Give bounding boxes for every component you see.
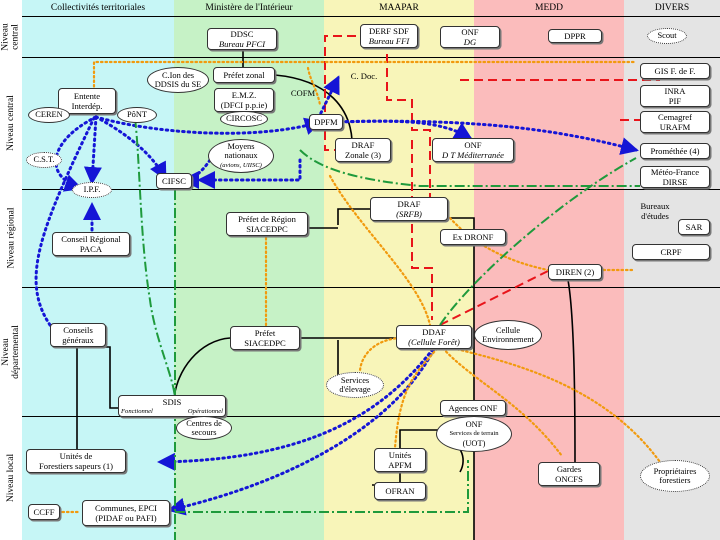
node-cifsc[interactable]: CIFSC bbox=[156, 173, 192, 189]
node-pont[interactable]: PôNT bbox=[117, 107, 157, 123]
node-emz[interactable]: E.M.Z. (DFCI p.p.ie) bbox=[214, 88, 274, 112]
node-centres-secours[interactable]: Centres de secours bbox=[176, 416, 232, 440]
node-scout[interactable]: Scout bbox=[647, 28, 687, 44]
node-gardes-oncfs[interactable]: Gardes ONCFS bbox=[538, 462, 600, 486]
node-dppr[interactable]: DPPR bbox=[548, 29, 602, 43]
green-dashdot-links bbox=[134, 117, 640, 540]
node-ccff[interactable]: CCFF bbox=[28, 504, 60, 520]
row-divider bbox=[22, 57, 720, 58]
node-onf-uot[interactable]: ONF Services de terrain (UOT) bbox=[436, 416, 512, 452]
node-agences-onf[interactable]: Agences ONF bbox=[440, 400, 506, 416]
node-draf-srfb[interactable]: DRAF (SRFB) bbox=[370, 197, 448, 221]
node-gis[interactable]: GIS F. de F. bbox=[640, 63, 710, 79]
node-cemagref[interactable]: Cemagref URAFM bbox=[640, 111, 710, 133]
node-services-elevage[interactable]: Services d'élevage bbox=[326, 372, 384, 398]
node-onf-dt-mediterranee[interactable]: ONF D T Méditerranée bbox=[432, 138, 514, 162]
row-divider bbox=[22, 16, 720, 17]
node-diren[interactable]: DIREN (2) bbox=[548, 264, 602, 280]
node-onf-dg[interactable]: ONF DG bbox=[440, 26, 500, 48]
node-unites-apfm[interactable]: Unités APFM bbox=[374, 448, 426, 472]
node-moyens-nationaux[interactable]: Moyens nationaux (avions, UIISC) bbox=[208, 139, 274, 173]
node-draf-zonale[interactable]: DRAF Zonale (3) bbox=[335, 138, 391, 162]
header-collectivites: Collectivités territoriales bbox=[50, 3, 146, 13]
node-meteo-france[interactable]: Météo-France DIRSE bbox=[640, 166, 710, 188]
header-interieur: Ministère de l'Intérieur bbox=[205, 3, 293, 13]
node-bureaux-etudes: Bureaux d'études bbox=[640, 201, 670, 221]
row-divider bbox=[22, 287, 720, 288]
orange-dotted-links bbox=[56, 60, 662, 514]
node-sdis[interactable]: SDIS Fonctionnel Opérationnel bbox=[118, 395, 226, 417]
node-conseils-generaux[interactable]: Conseils généraux bbox=[50, 323, 106, 347]
node-ofran[interactable]: OFRAN bbox=[374, 482, 426, 500]
node-derf-sdf[interactable]: DERF SDF Bureau FFI bbox=[360, 24, 418, 48]
node-cst[interactable]: C.S.T. bbox=[26, 152, 62, 168]
node-promethee[interactable]: Prométhée (4) bbox=[640, 143, 710, 159]
node-circosc[interactable]: CIRCOSC bbox=[220, 111, 268, 127]
node-crpf[interactable]: CRPF bbox=[632, 244, 710, 260]
header-maapar: MAAPAR bbox=[379, 3, 419, 13]
node-ddaf[interactable]: DDAF (Cellule Forêt) bbox=[396, 325, 472, 349]
node-entente-interdep[interactable]: Entente Interdép. bbox=[58, 88, 116, 114]
node-prefet-departement[interactable]: Préfet SIACEDPC bbox=[230, 326, 300, 350]
node-dpfm[interactable]: DPFM bbox=[309, 114, 343, 130]
row-divider bbox=[22, 416, 720, 417]
node-cellule-environnement[interactable]: Cellule Environnement bbox=[474, 320, 542, 350]
node-ex-dronf[interactable]: Ex DRONF bbox=[440, 229, 506, 245]
header-medd: MEDD bbox=[535, 3, 563, 13]
node-proprietaires-forestiers[interactable]: Propriétaires forestiers bbox=[640, 460, 710, 492]
header-divers: DIVERS bbox=[654, 3, 690, 13]
node-communes-epci[interactable]: Communes, EPCI (PIDAF ou PAFI) bbox=[82, 500, 170, 526]
node-sar[interactable]: SAR bbox=[678, 219, 710, 235]
node-unites-forestiers-sapeurs[interactable]: Unités de Forestiers sapeurs (1) bbox=[26, 449, 126, 473]
node-prefet-region[interactable]: Préfet de Région SIACEDPC bbox=[226, 212, 308, 236]
node-cion-ddsis[interactable]: C.Ion des DDSIS du SE bbox=[147, 67, 209, 93]
node-prefet-zonal[interactable]: Préfet zonal bbox=[213, 67, 275, 83]
node-cofm[interactable]: COFM bbox=[290, 88, 316, 98]
blue-dotted-links bbox=[34, 75, 639, 516]
node-conseil-regional[interactable]: Conseil Régional PACA bbox=[52, 232, 130, 256]
row-divider bbox=[22, 189, 720, 190]
node-inra-pif[interactable]: INRA PIF bbox=[640, 85, 710, 107]
node-ipf[interactable]: I.P.F. bbox=[72, 182, 112, 198]
node-ddsc[interactable]: DDSC Bureau PFCI bbox=[207, 28, 277, 50]
node-ceren[interactable]: CEREN bbox=[28, 107, 70, 123]
node-cdoc[interactable]: C. Doc. bbox=[350, 71, 378, 81]
